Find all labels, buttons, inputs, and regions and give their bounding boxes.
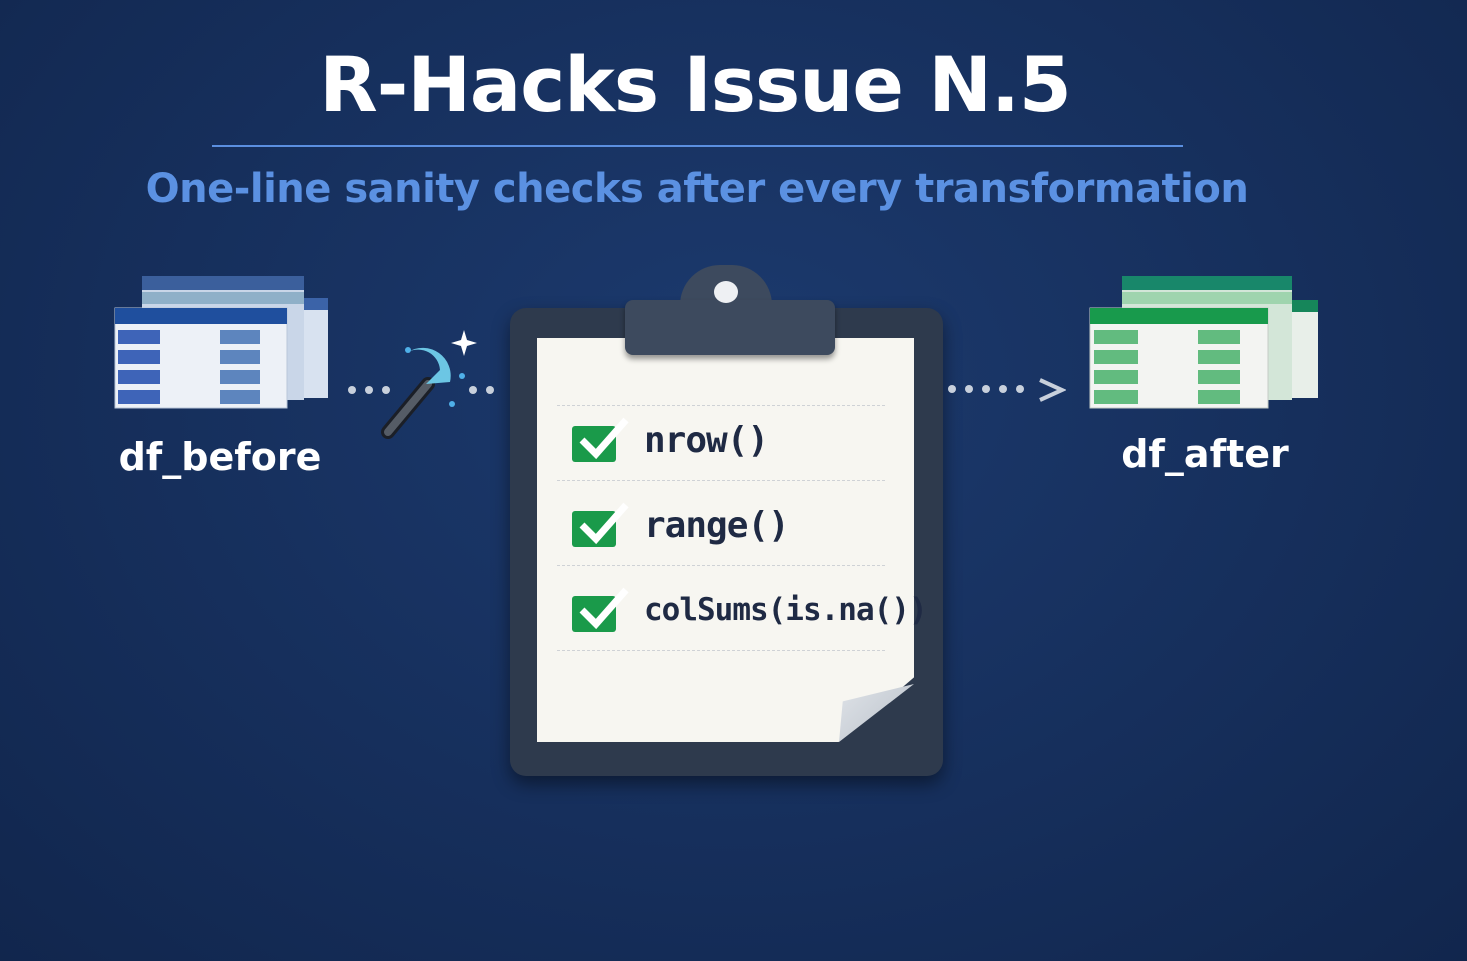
magic-wand-icon — [381, 330, 477, 439]
checklist-item: nrow() — [572, 415, 769, 465]
checklist-item: colSums(is.na()) — [572, 585, 928, 635]
checkbox-checked-icon — [572, 417, 629, 462]
clip-hole — [714, 281, 738, 303]
check-label: colSums(is.na()) — [644, 592, 928, 628]
checklist-item: range() — [572, 500, 790, 550]
df-after-label: df_after — [1121, 432, 1289, 476]
df-before-label: df_before — [118, 435, 322, 479]
arrow-head-icon — [1039, 378, 1066, 402]
subtitle: One-line sanity checks after every trans… — [145, 166, 1249, 212]
checkbox-checked-icon — [572, 587, 629, 632]
checkbox-checked-icon — [572, 502, 629, 547]
table-stack-icon — [1089, 276, 1318, 409]
check-label: range() — [644, 504, 790, 546]
check-label: nrow() — [644, 419, 769, 461]
dotted-arrow — [948, 385, 1024, 393]
page-title: R-Hacks Issue N.5 — [319, 40, 1071, 129]
dotted-connector — [348, 386, 494, 394]
table-stack-icon — [114, 276, 328, 409]
title-divider — [212, 145, 1183, 147]
clipboard-clip — [625, 300, 835, 355]
